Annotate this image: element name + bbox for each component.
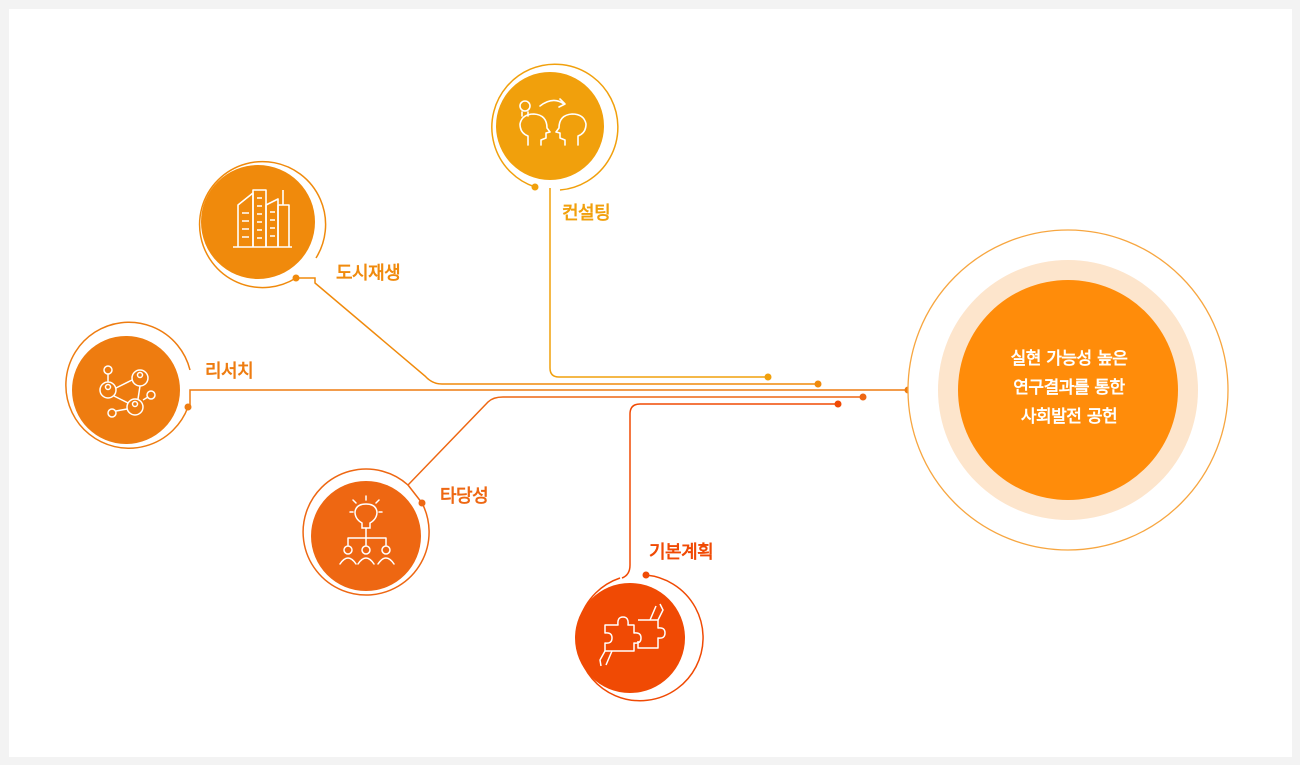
network-people-icon: [99, 365, 156, 418]
dot-end-feasibility: [859, 393, 867, 401]
connector-urban: [296, 277, 818, 385]
center-node: [907, 229, 1229, 551]
connector-feasibility: [407, 396, 863, 504]
node-urban[interactable]: [198, 160, 327, 289]
label-basic-plan[interactable]: 기본계획: [649, 542, 714, 563]
center-line-2: 연구결과를 통한: [1013, 378, 1125, 398]
node-consulting[interactable]: [491, 63, 619, 191]
node-feasibility[interactable]: [302, 468, 430, 596]
puzzle-hands-icon: [599, 603, 666, 667]
label-research[interactable]: 리서치: [205, 361, 254, 382]
node-basic-plan[interactable]: [575, 571, 704, 702]
node-research[interactable]: [65, 321, 192, 449]
idea-team-icon: [339, 495, 395, 565]
consulting-icon: [519, 98, 587, 146]
label-feasibility[interactable]: 타당성: [440, 486, 489, 507]
center-line-1: 실현 가능성 높은: [1010, 349, 1128, 369]
label-consulting[interactable]: 컨설팅: [562, 203, 611, 224]
connector-consulting: [549, 188, 768, 378]
center-line-3: 사회발전 공헌: [1020, 407, 1118, 427]
dot-end-basic-plan: [834, 400, 842, 408]
buildings-icon: [233, 189, 292, 248]
dot-end-urban: [814, 380, 822, 388]
label-urban[interactable]: 도시재생: [336, 263, 401, 284]
dot-end-consulting: [764, 373, 772, 381]
center-statement: 실현 가능성 높은 연구결과를 통한 사회발전 공헌: [960, 345, 1178, 432]
connector-basic-plan: [621, 403, 838, 579]
